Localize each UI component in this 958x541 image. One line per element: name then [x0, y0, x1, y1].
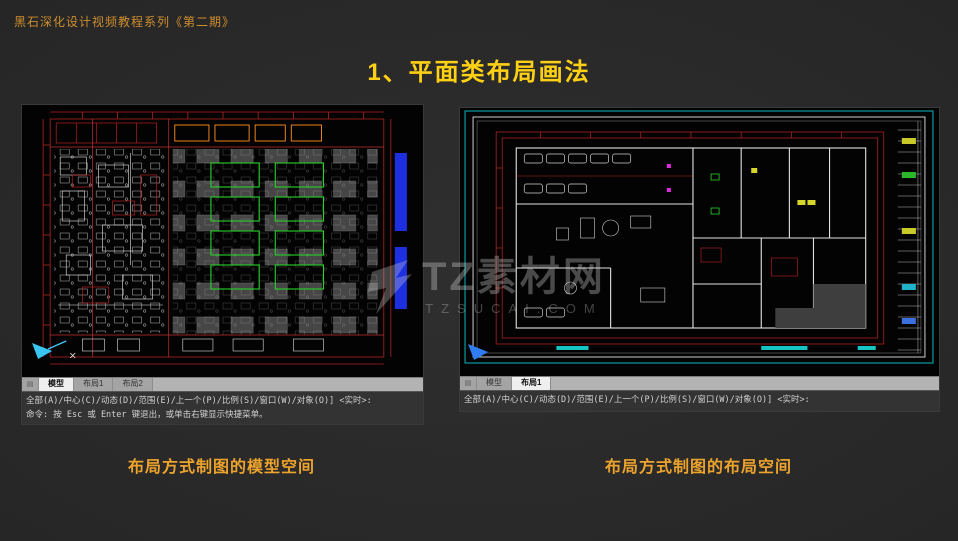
tab-layout1: 布局1 [74, 378, 114, 391]
caption-model-space: 布局方式制图的模型空间 [127, 459, 315, 476]
colored-fixture-marks [666, 164, 816, 215]
command-line: 全部(A)/中心(C)/动态(D)/范围(E)/上一个(P)/比例(S)/窗口(… [464, 395, 810, 405]
viewport-border [464, 110, 934, 364]
red-detail-lines [55, 122, 157, 304]
red-interior-marks [516, 175, 798, 277]
dimension-lines [495, 131, 885, 345]
tab-nav-icon: ▤ [460, 377, 477, 390]
furniture-symbols [556, 215, 666, 303]
title-block [897, 121, 921, 353]
model-command-window: 全部(A)/中心(C)/动态(D)/范围(E)/上一个(P)/比例(S)/窗口(… [22, 391, 423, 424]
series-label: 黑石深化设计视频教程系列《第二期》 [14, 15, 236, 29]
layout-cad-canvas [460, 108, 939, 376]
hatched-core-area [775, 284, 866, 328]
command-line: 命令: 按 Esc 或 Enter 键退出，或单击右键显示快捷菜单。 [26, 410, 268, 420]
layout-cad-drawing [460, 108, 939, 376]
command-line: 全部(A)/中心(C)/动态(D)/范围(E)/上一个(P)/比例(S)/窗口(… [26, 396, 372, 406]
floor-plan-walls [515, 147, 867, 329]
dense-furniture-zone [54, 149, 167, 333]
layout-command-window: 全部(A)/中心(C)/动态(D)/范围(E)/上一个(P)/比例(S)/窗口(… [460, 390, 939, 411]
tab-layout2: 布局2 [113, 378, 153, 391]
model-space-screenshot: ▤ 模型 布局1 布局2 全部(A)/中心(C)/动态(D)/范围(E)/上一个… [21, 104, 424, 425]
ucs-arrow-icon [32, 340, 76, 359]
bottom-strip-details [81, 338, 324, 352]
model-tab-strip: ▤ 模型 布局1 布局2 [22, 377, 423, 391]
white-detail-lines [58, 153, 163, 306]
model-cad-canvas [22, 105, 423, 377]
layout-space-screenshot: ▤ 模型 布局1 全部(A)/中心(C)/动态(D)/范围(E)/上一个(P)/… [459, 107, 940, 412]
model-cad-drawing [22, 105, 423, 377]
dimension-lines [42, 111, 392, 365]
caption-layout-space: 布局方式制图的布局空间 [604, 459, 792, 476]
cyan-annotation-text [556, 346, 876, 350]
layout-tab-strip: ▤ 模型 布局1 [460, 376, 939, 390]
canvas-background [460, 108, 939, 376]
tab-model: 模型 [39, 378, 74, 391]
blue-shaft-bars [394, 153, 407, 309]
tab-nav-icon: ▤ [22, 378, 39, 391]
tab-layout1: 布局1 [512, 377, 552, 390]
car-symbols [523, 153, 632, 318]
cursor-arrow-icon [468, 344, 489, 360]
page-title: 1、平面类布局画法 [367, 59, 591, 86]
orange-room-outlines [174, 124, 322, 142]
green-room-outlines [210, 162, 325, 290]
tab-model: 模型 [477, 377, 512, 390]
